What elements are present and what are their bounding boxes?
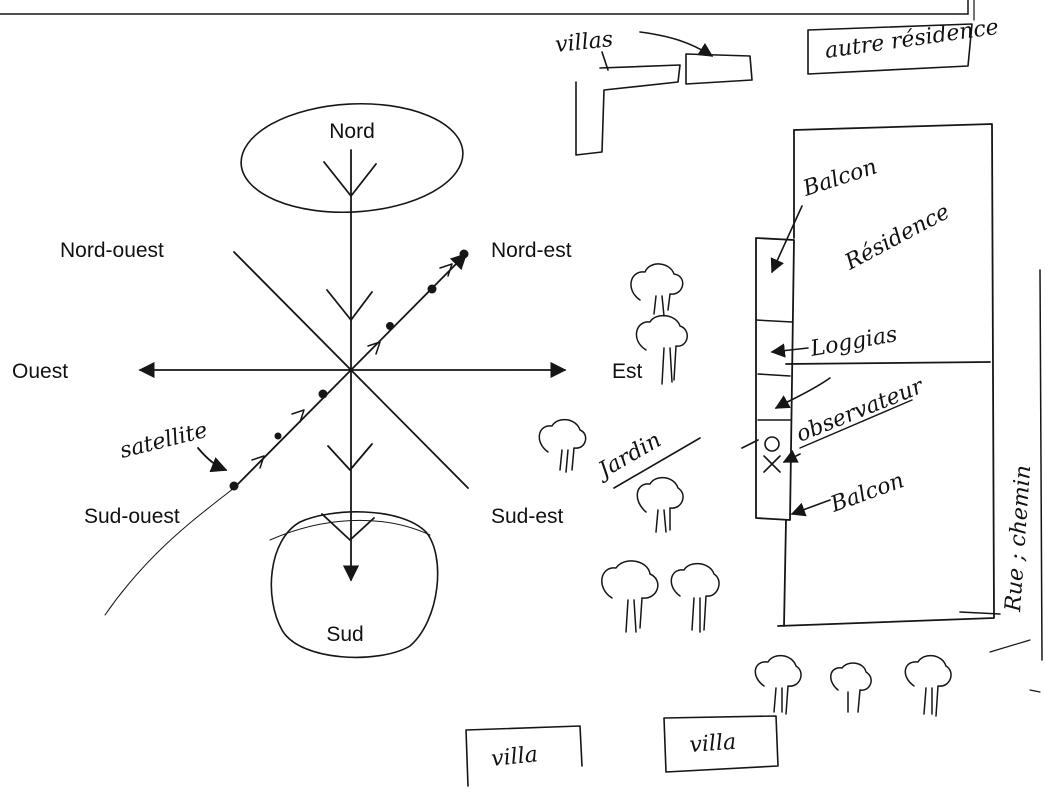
observer-icon — [741, 436, 781, 473]
label-southeast: Sud-est — [491, 505, 564, 528]
tree-icons — [538, 263, 952, 717]
label-east: Est — [612, 360, 643, 383]
street-line — [1039, 269, 1043, 661]
satellite-dot — [459, 249, 469, 259]
south-blob — [270, 511, 439, 659]
top-frame — [0, 0, 975, 21]
tree-icon — [538, 418, 587, 473]
pencil-extension — [104, 487, 235, 616]
residence-label: Résidence — [840, 199, 954, 275]
label-southwest: Sud-ouest — [84, 505, 180, 528]
satellite-arrow — [197, 447, 228, 473]
label-south: Sud — [326, 623, 363, 646]
tree-icon — [830, 662, 872, 713]
tree-icon — [635, 314, 688, 385]
loggias-label: Loggias — [808, 322, 899, 362]
other-residence-box — [807, 23, 973, 75]
garden-label: Jardin — [591, 428, 666, 486]
diagonal-sw-ne — [233, 252, 468, 489]
tree-icon — [670, 562, 720, 633]
pencil-curve — [269, 519, 431, 541]
villa-top-left — [575, 64, 681, 156]
loggia-column — [755, 237, 795, 521]
satellite-dot — [229, 481, 239, 491]
villa-left-label: villa — [490, 742, 539, 772]
label-west: Ouest — [12, 360, 68, 383]
villa-box-right — [663, 715, 779, 773]
tree-icon — [636, 476, 684, 533]
villa-right-label: villa — [689, 730, 737, 758]
satellite-dot — [386, 322, 394, 330]
site-sketch: villas autre résidence Résidence Balcon … — [465, 15, 1043, 787]
villa-box-left — [465, 725, 583, 787]
label-north: Nord — [329, 120, 375, 143]
villa-top-right — [685, 53, 753, 85]
tree-icon — [754, 654, 802, 715]
satellite-label: satellite — [117, 418, 210, 464]
satellite-dot — [274, 432, 282, 440]
tree-icon — [601, 560, 659, 633]
residence-block — [777, 123, 995, 627]
compass-rose: Nord Nord-est Est Sud-est Sud Sud-ouest … — [12, 102, 643, 659]
other-residence-label: autre résidence — [823, 15, 1000, 64]
label-northwest: Nord-ouest — [60, 239, 164, 262]
observer-label: observateur — [793, 374, 928, 448]
balcony-bottom-label: Balcon — [827, 468, 908, 518]
satellite-dot — [318, 389, 328, 399]
satellite-track — [229, 249, 469, 491]
satellite-dot — [427, 284, 437, 294]
label-northeast: Nord-est — [491, 239, 572, 262]
villas-label: villas — [554, 27, 614, 58]
tree-icon — [630, 263, 684, 317]
tree-icon — [904, 654, 952, 717]
north-ellipse — [240, 102, 464, 214]
street-label: Rue ; chemin — [1001, 464, 1036, 613]
balcony-top-label: Balcon — [799, 154, 880, 202]
